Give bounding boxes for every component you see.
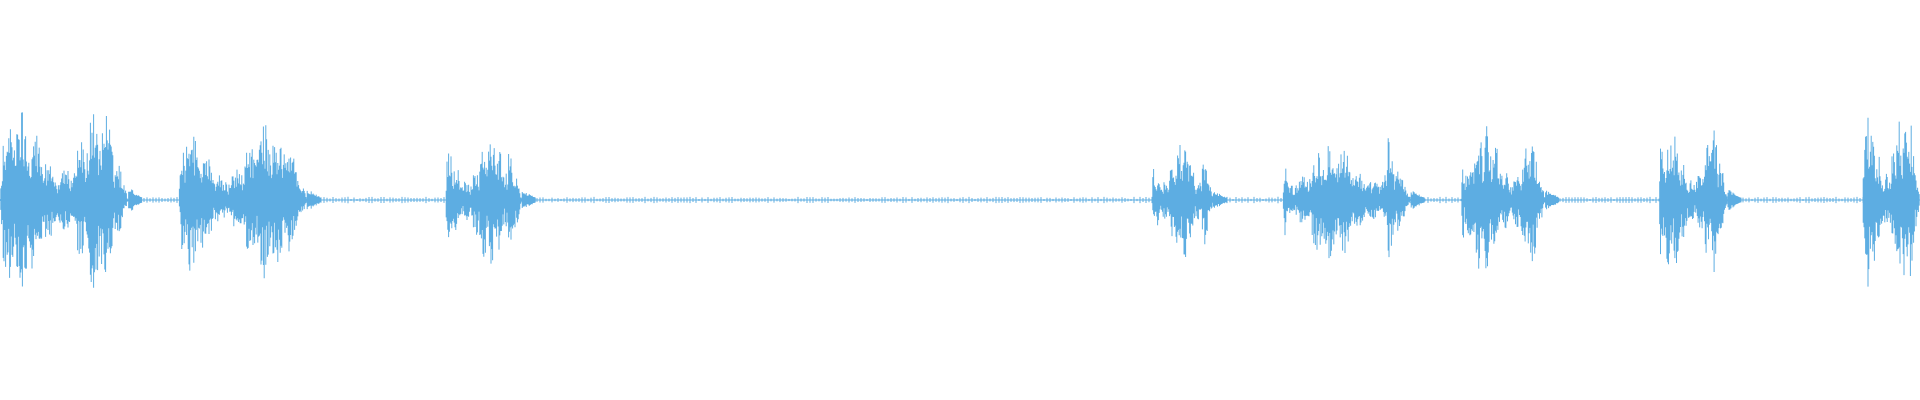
waveform-burst: [1862, 117, 1920, 287]
waveform-burst: [178, 125, 321, 279]
waveform-burst: [1461, 126, 1560, 269]
waveform-burst: [1152, 145, 1227, 257]
waveform-burst: [1282, 138, 1425, 259]
waveform-burst: [0, 112, 143, 288]
waveform-burst: [1659, 130, 1742, 272]
waveform-burst: [445, 144, 536, 264]
